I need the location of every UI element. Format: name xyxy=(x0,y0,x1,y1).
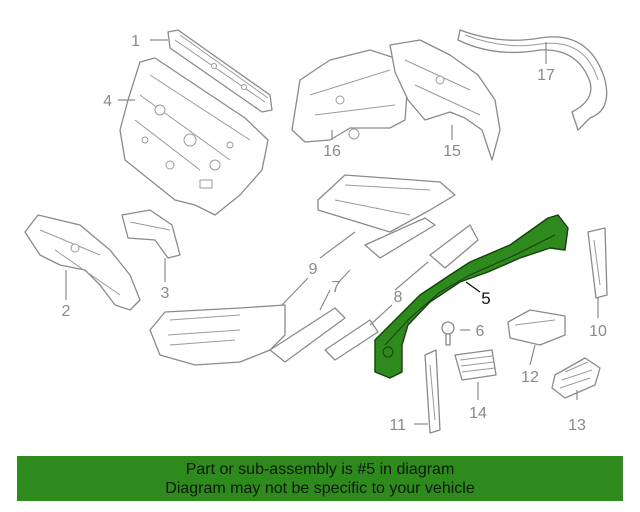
part-14-filter[interactable] xyxy=(454,349,497,381)
leader-lines xyxy=(65,39,599,425)
callout-4: 4 xyxy=(103,93,112,110)
part-3-bracket[interactable] xyxy=(121,209,181,259)
part-13-grille[interactable] xyxy=(551,357,601,399)
callout-8: 8 xyxy=(394,289,403,306)
part-16-wheelhouse[interactable] xyxy=(291,49,409,143)
part-7-brace[interactable] xyxy=(269,217,436,363)
callout-11: 11 xyxy=(389,417,406,434)
info-banner: Part or sub-assembly is #5 in diagram Di… xyxy=(17,456,623,501)
part-4-dash-panel[interactable] xyxy=(119,57,269,216)
callout-6: 6 xyxy=(476,323,485,340)
part-5-reinforcement[interactable] xyxy=(374,214,569,379)
callout-5: 5 xyxy=(481,289,490,308)
callout-13: 13 xyxy=(568,417,586,434)
part-6-clip[interactable] xyxy=(441,321,455,346)
callout-12: 12 xyxy=(521,369,539,386)
part-2-bracket[interactable] xyxy=(24,214,141,311)
parts-diagram: 1 4 16 15 17 2 3 9 7 8 5 6 10 11 12 13 1… xyxy=(24,29,608,434)
part-1-cowl-upper-bar[interactable] xyxy=(167,29,273,113)
callout-2: 2 xyxy=(62,303,71,320)
callout-16: 16 xyxy=(323,143,341,160)
callout-1: 1 xyxy=(131,33,140,50)
part-15-wheelhouse[interactable] xyxy=(389,39,501,161)
part-9-cowl-panel-lower[interactable] xyxy=(149,304,286,366)
callout-15: 15 xyxy=(443,143,461,160)
part-9-cowl-panel-top[interactable] xyxy=(317,174,456,233)
callout-3: 3 xyxy=(161,285,170,302)
part-17-seal[interactable] xyxy=(457,29,608,131)
part-11-bracket[interactable] xyxy=(424,349,441,434)
callout-14: 14 xyxy=(469,405,487,422)
part-8-bracket[interactable] xyxy=(324,224,479,361)
callout-17: 17 xyxy=(537,67,555,84)
part-10-bracket[interactable] xyxy=(587,227,608,299)
callout-10: 10 xyxy=(589,323,607,340)
callout-9: 9 xyxy=(309,261,318,278)
callout-7: 7 xyxy=(332,279,341,296)
banner-line-1: Part or sub-assembly is #5 in diagram xyxy=(185,461,455,478)
part-12-module[interactable] xyxy=(507,309,566,346)
banner-line-2: Diagram may not be specific to your vehi… xyxy=(165,480,475,497)
